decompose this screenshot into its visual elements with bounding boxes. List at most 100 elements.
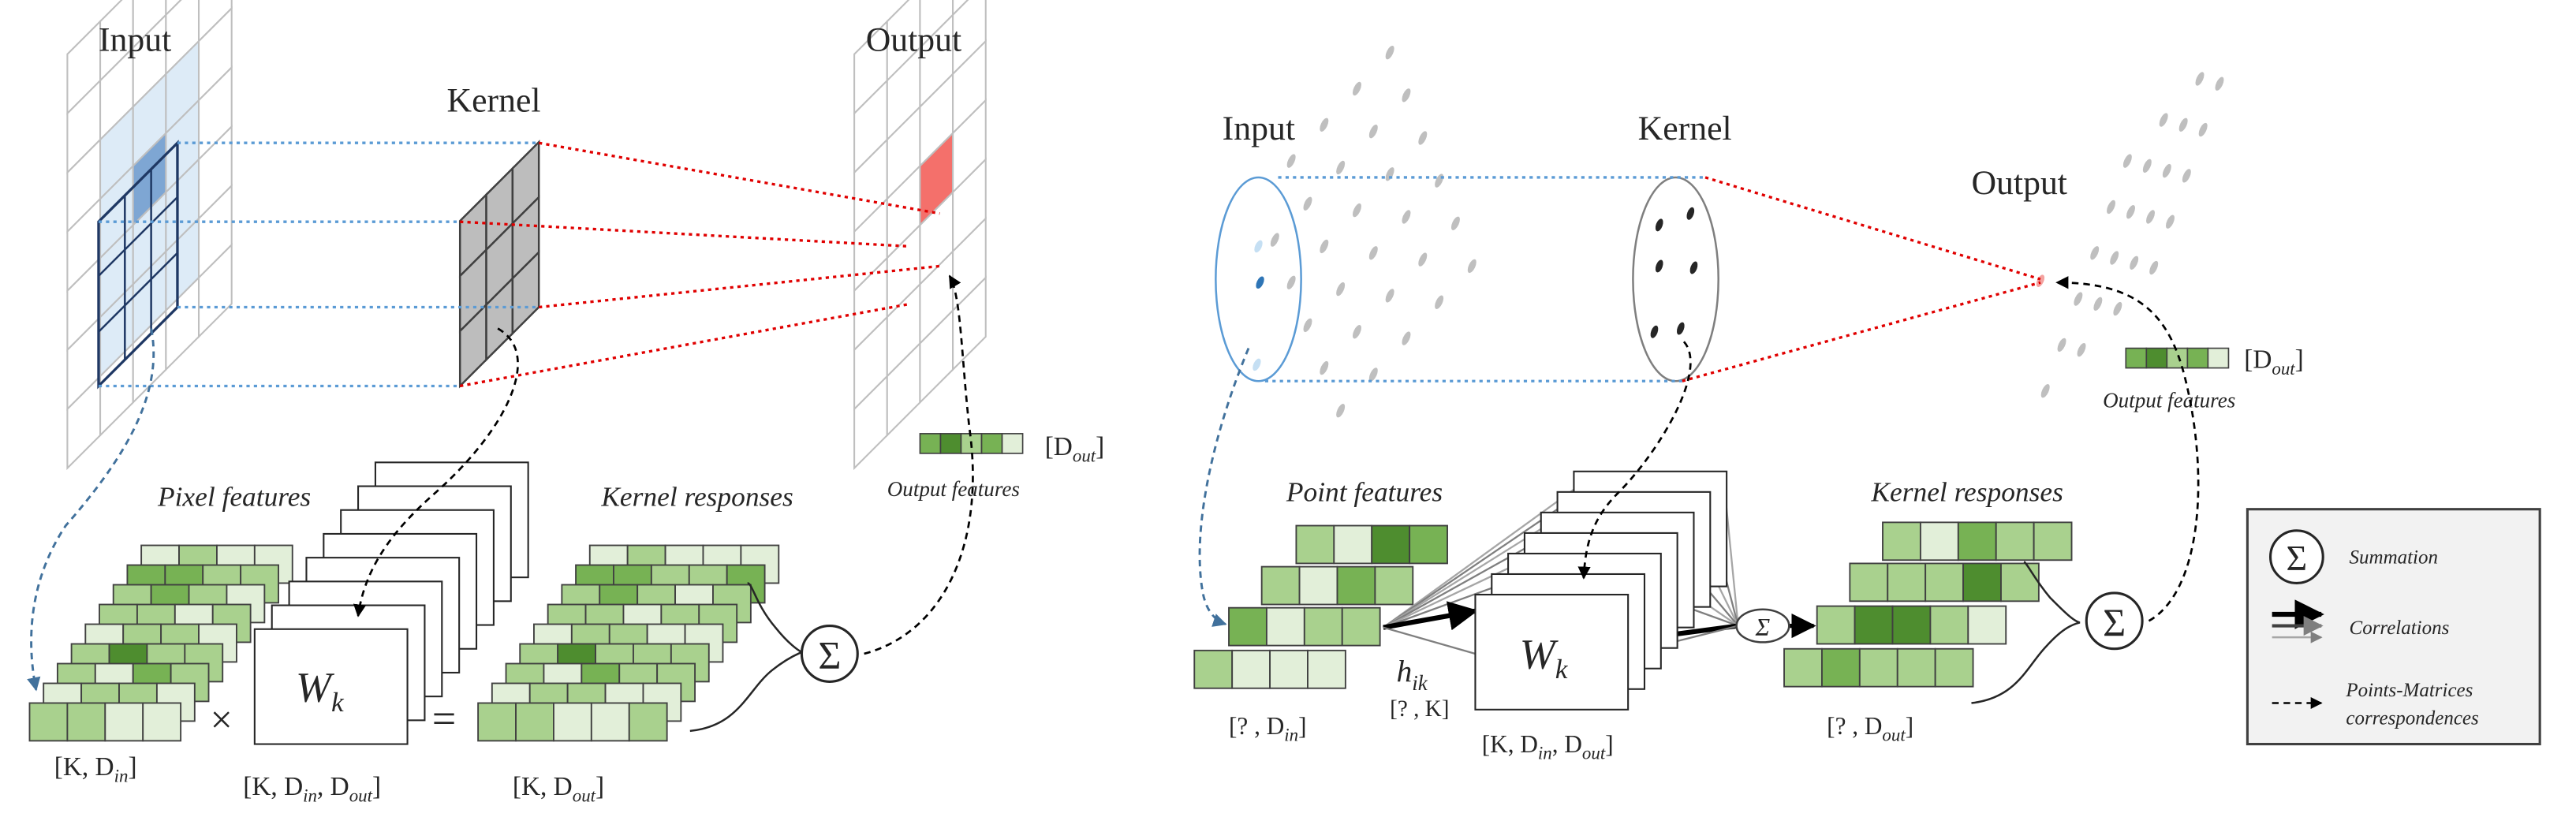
- output-grid-cell: [919, 0, 954, 50]
- input-cloud-point: [1353, 325, 1361, 339]
- kernel-point: [1655, 218, 1663, 232]
- point-cloud-dots: [1253, 45, 2224, 418]
- input-cloud-point: [1435, 173, 1444, 188]
- input-center-point: [1256, 276, 1264, 289]
- output-cloud-point: [2215, 76, 2224, 91]
- response-feature-cell: [1967, 605, 2007, 645]
- kernel-point: [1655, 259, 1663, 273]
- response-feature-cell: [2000, 562, 2040, 602]
- right-output-feature-cell: [2166, 347, 2189, 369]
- output-feature-cell: [1001, 433, 1024, 454]
- input-grid-cell: [99, 0, 134, 83]
- response-feature-cell: [1887, 562, 1927, 602]
- summation-circle: [800, 625, 859, 683]
- output-cloud-point: [2130, 256, 2139, 270]
- input-cloud-point: [1418, 131, 1428, 145]
- input-cloud-point: [1336, 282, 1346, 297]
- response-feature-cell: [1957, 521, 1997, 561]
- point-feature-cell: [1371, 524, 1411, 565]
- right-dim-weight-matrix: [K, Din, Dout]: [1482, 730, 1614, 763]
- response-feature-cell: [1816, 605, 1856, 645]
- response-feature-cell: [1891, 605, 1932, 645]
- input-cloud-point: [1402, 210, 1411, 224]
- response-feature-cell: [1925, 562, 1965, 602]
- response-feature-cell: [628, 702, 668, 742]
- input-cloud-point: [1418, 252, 1428, 267]
- kernel-point: [1689, 261, 1698, 274]
- point-feature-cell: [1336, 565, 1376, 606]
- response-feature-cell: [1962, 562, 2002, 602]
- output-cloud-point: [2182, 169, 2191, 183]
- input-to-features-arrow: [27, 328, 155, 692]
- input-label: Input: [99, 21, 171, 59]
- input-cloud-point: [1286, 154, 1296, 168]
- response-feature-cell: [1849, 562, 1889, 602]
- response-feature-cell: [1995, 521, 2035, 561]
- right-small-sum-symbol: Σ: [1755, 614, 1771, 641]
- point-feature-cell: [1269, 649, 1309, 689]
- legend-correspondences-text-1: Points-Matrices: [2345, 680, 2473, 701]
- right-input-to-features-arrow: [1198, 348, 1250, 627]
- right-output-feature-cell: [2186, 347, 2209, 369]
- input-neighborhood-ellipse: [1215, 176, 1302, 382]
- response-feature-cell: [1934, 647, 1974, 688]
- input-cloud-point: [1303, 318, 1312, 333]
- input-cloud-point: [1368, 246, 1378, 260]
- response-feature-cell: [1858, 647, 1898, 688]
- input-cloud-point: [1270, 233, 1279, 247]
- pixel-feature-cell: [66, 702, 106, 742]
- point-feature-cell: [1228, 606, 1267, 647]
- kernel-grid-cell: [511, 140, 540, 226]
- kernel-grid: [458, 140, 540, 389]
- blue-projection-lines: [98, 141, 539, 388]
- svg-text:Wk: Wk: [1520, 631, 1569, 685]
- correlation-line: [1383, 587, 1492, 629]
- right-blue-projection-lines: [1264, 176, 1706, 382]
- input-cloud-point: [1336, 160, 1346, 175]
- kernel-to-weights-arrow: [353, 327, 519, 617]
- correlation-line: [1383, 626, 1476, 655]
- legend-correlations-text: Correlations: [2350, 617, 2450, 639]
- right-output-features-bar: [2125, 347, 2230, 369]
- point-feature-cell: [1193, 649, 1234, 689]
- response-feature-cell: [1919, 521, 1959, 561]
- svg-text:Wk: Wk: [296, 663, 345, 717]
- right-output-feature-cell: [2207, 347, 2230, 369]
- input-cloud-point: [1402, 88, 1411, 103]
- input-cloud-point: [1467, 259, 1477, 274]
- point-feature-cell: [1231, 649, 1271, 689]
- input-grid-cell: [165, 0, 182, 17]
- right-output-features-label: Output features: [2103, 389, 2235, 412]
- right-red-projection-lines: [1682, 176, 2041, 382]
- response-feature-cell: [1820, 647, 1861, 688]
- pixel-features-label: Pixel features: [157, 481, 311, 513]
- input-grid-cell: [165, 0, 200, 76]
- output-cloud-point: [2142, 159, 2152, 173]
- output-center-point: [2036, 274, 2045, 287]
- right-kernel-responses-label: Kernel responses: [1870, 476, 2063, 507]
- output-cloud-point: [2057, 338, 2066, 353]
- response-feature-cell: [477, 702, 517, 742]
- right-kernel-label: Kernel: [1638, 110, 1732, 147]
- output-feature-cell: [980, 433, 1003, 454]
- point-feature-cell: [1307, 649, 1346, 689]
- output-cloud-point: [2113, 301, 2122, 316]
- output-feature-cell: [919, 433, 942, 454]
- output-cloud-point: [2077, 342, 2086, 357]
- legend-correspondences-text-2: correspondences: [2346, 708, 2478, 729]
- response-feature-cell: [590, 702, 630, 742]
- input-neighbor-point: [1254, 240, 1263, 253]
- equals-symbol: =: [432, 695, 457, 742]
- output-label: Output: [866, 21, 962, 59]
- weight-matrix-label: Wk: [296, 663, 345, 717]
- pixel-feature-cell: [104, 702, 144, 742]
- input-hl-line: [98, 196, 178, 277]
- right-output-feature-cell: [2125, 347, 2148, 369]
- correlation-line: [1383, 601, 1479, 631]
- response-feature-cell: [515, 702, 554, 742]
- input-cloud-point: [1385, 167, 1394, 181]
- input-grid-cell: [197, 0, 233, 43]
- correlation-line: [1383, 528, 1542, 629]
